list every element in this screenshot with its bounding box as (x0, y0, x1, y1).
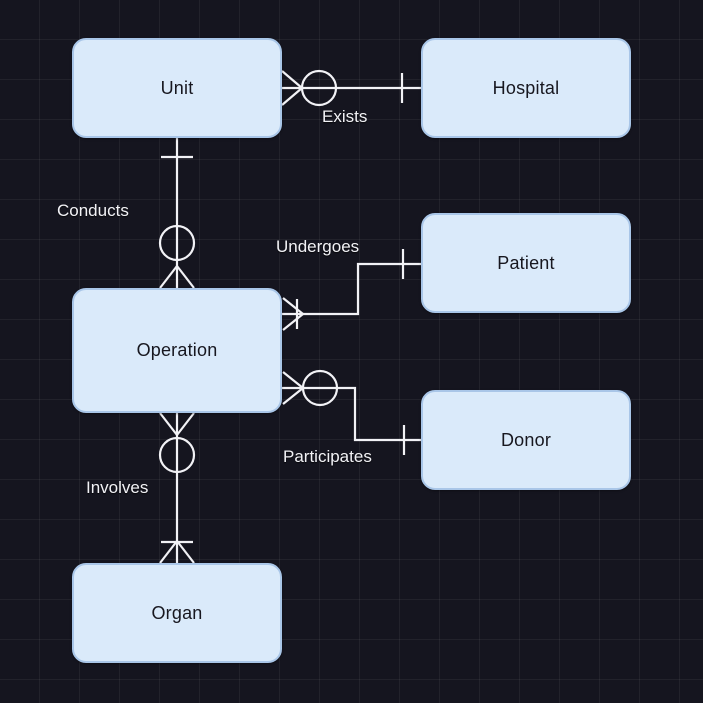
entity-label-organ: Organ (151, 602, 203, 623)
connector-exists (281, 69, 421, 107)
entity-label-unit: Unit (160, 77, 194, 98)
entity-unit[interactable]: Unit (72, 38, 282, 138)
entity-patient[interactable]: Patient (421, 213, 631, 313)
relationship-label-undergoes: Undergoes (276, 237, 360, 256)
relationship-label-conducts: Conducts (57, 201, 129, 220)
entity-label-hospital: Hospital (492, 77, 560, 98)
connector-conducts (158, 138, 196, 289)
connector-undergoes (282, 249, 421, 331)
relationship-label-exists: Exists (322, 107, 368, 126)
entity-donor[interactable]: Donor (421, 390, 631, 490)
entity-label-patient: Patient (497, 252, 555, 273)
connector-participates (282, 369, 421, 455)
relationship-label-involves: Involves (86, 478, 149, 497)
connector-involves (158, 412, 196, 564)
entity-hospital[interactable]: Hospital (421, 38, 631, 138)
entity-label-donor: Donor (500, 429, 552, 450)
relationship-label-participates: Participates (283, 447, 372, 466)
entity-operation[interactable]: Operation (72, 288, 282, 413)
entity-organ[interactable]: Organ (72, 563, 282, 663)
entity-label-operation: Operation (136, 340, 218, 360)
